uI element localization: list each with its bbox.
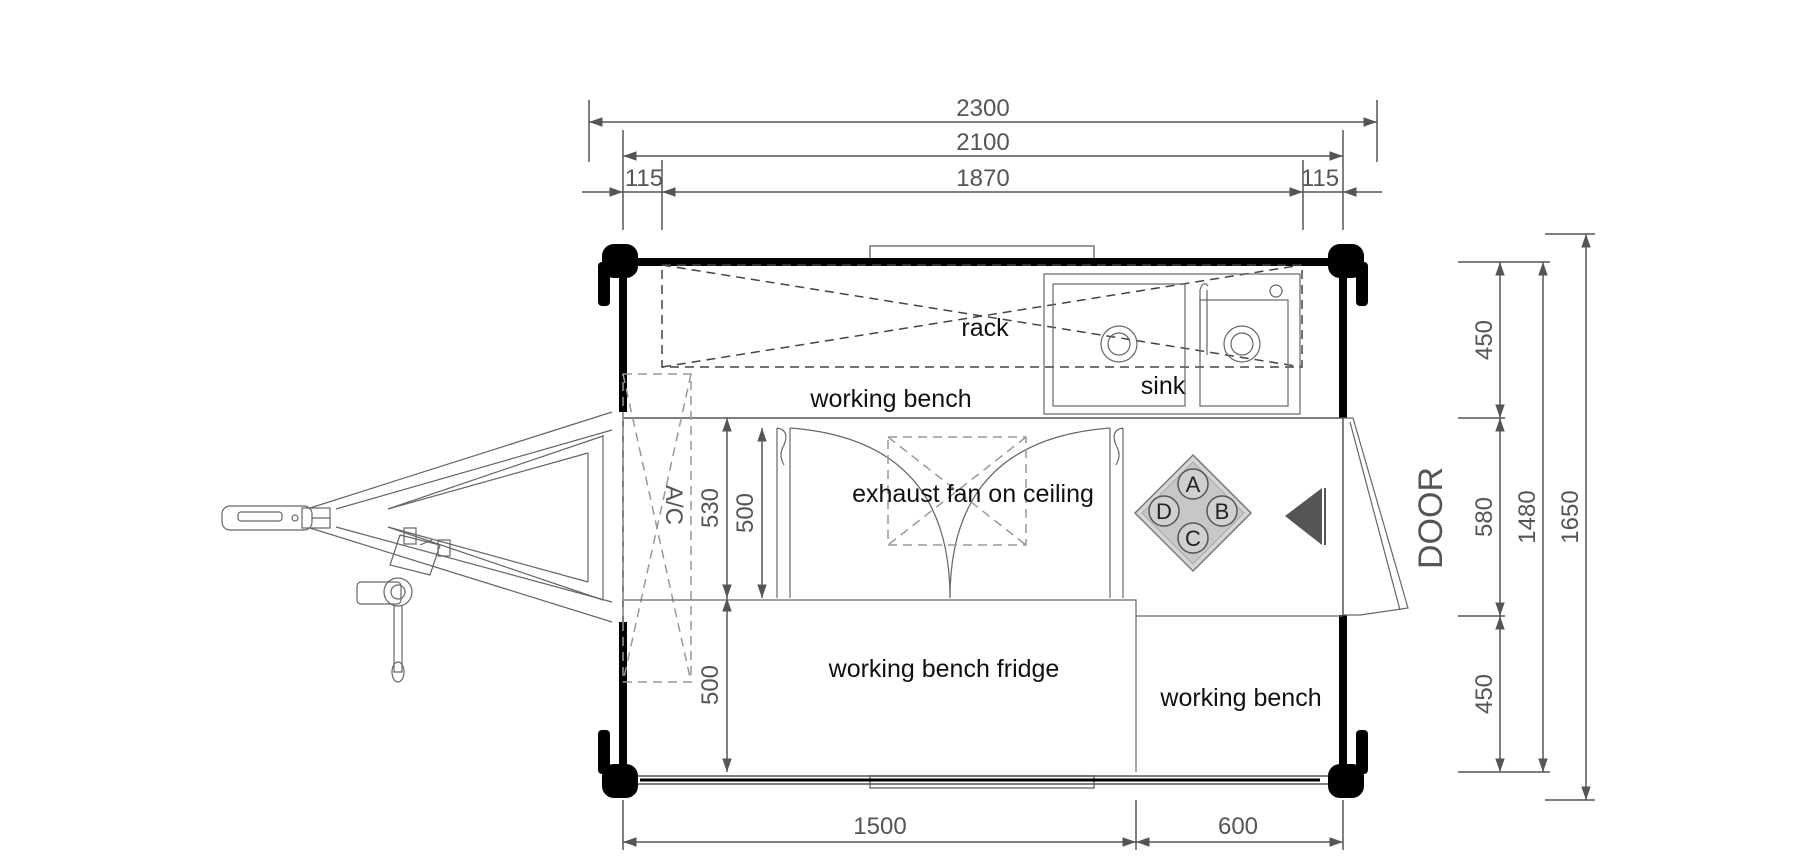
exhaust-fan: exhaust fan on ceiling bbox=[852, 436, 1094, 546]
burner-c: C bbox=[1185, 526, 1201, 551]
tow-hitch bbox=[221, 411, 613, 683]
dim-bench-depth: 450 bbox=[1471, 674, 1498, 714]
cabinet-doors bbox=[776, 427, 1124, 599]
burner-a: A bbox=[1186, 472, 1201, 497]
burner-b: B bbox=[1215, 499, 1230, 524]
dim-interior-depth: 1480 bbox=[1514, 490, 1541, 543]
exhaust-fan-label: exhaust fan on ceiling bbox=[852, 480, 1094, 508]
top-window bbox=[869, 245, 1095, 261]
right-dimensions: 450 580 450 1480 1650 bbox=[1458, 233, 1595, 801]
stove: A B C D bbox=[1133, 453, 1253, 573]
bottom-benches: working bench fridge working bench bbox=[623, 599, 1343, 772]
bottom-dimensions: 1500 600 bbox=[622, 800, 1344, 850]
dim-bench-length: 600 bbox=[1218, 813, 1258, 840]
rack: rack bbox=[661, 264, 1303, 368]
dim-fridge-depth: 500 bbox=[697, 665, 724, 705]
dim-overall-width: 2300 bbox=[956, 95, 1009, 122]
aisle-dimensions: 530 500 500 bbox=[697, 418, 767, 772]
top-dimensions: 2300 2100 115 1870 115 bbox=[582, 95, 1382, 230]
dim-fan-width: 500 bbox=[732, 493, 759, 533]
ac-label: A/C bbox=[660, 485, 687, 525]
dim-interior-width: 1870 bbox=[956, 165, 1009, 192]
corner-posts bbox=[598, 244, 1368, 798]
rack-label: rack bbox=[961, 314, 1009, 342]
dim-right-margin: 115 bbox=[1301, 165, 1339, 192]
bottom-window bbox=[869, 775, 1095, 789]
dim-left-margin: 115 bbox=[625, 165, 663, 192]
trailer-body bbox=[598, 244, 1368, 798]
dim-aisle-width: 530 bbox=[697, 488, 724, 528]
working-bench-bottom-label: working bench bbox=[1159, 684, 1321, 712]
working-bench-top-label: working bench bbox=[809, 385, 971, 413]
sink-label: sink bbox=[1141, 372, 1186, 400]
ac-unit: A/C bbox=[622, 373, 692, 683]
dim-overall-depth: 1650 bbox=[1557, 490, 1584, 543]
dim-body-width: 2100 bbox=[956, 129, 1009, 156]
working-bench-fridge-label: working bench fridge bbox=[828, 655, 1060, 683]
dim-aisle: 580 bbox=[1471, 497, 1498, 537]
door-label: DOOR bbox=[1412, 467, 1450, 569]
dim-rack-depth: 450 bbox=[1471, 320, 1498, 360]
sink: sink bbox=[1043, 273, 1301, 415]
burner-d: D bbox=[1156, 499, 1172, 524]
door-swing: DOOR bbox=[1285, 417, 1450, 616]
door-triangle-icon bbox=[1285, 488, 1322, 545]
dim-bench-fridge-length: 1500 bbox=[853, 813, 906, 840]
